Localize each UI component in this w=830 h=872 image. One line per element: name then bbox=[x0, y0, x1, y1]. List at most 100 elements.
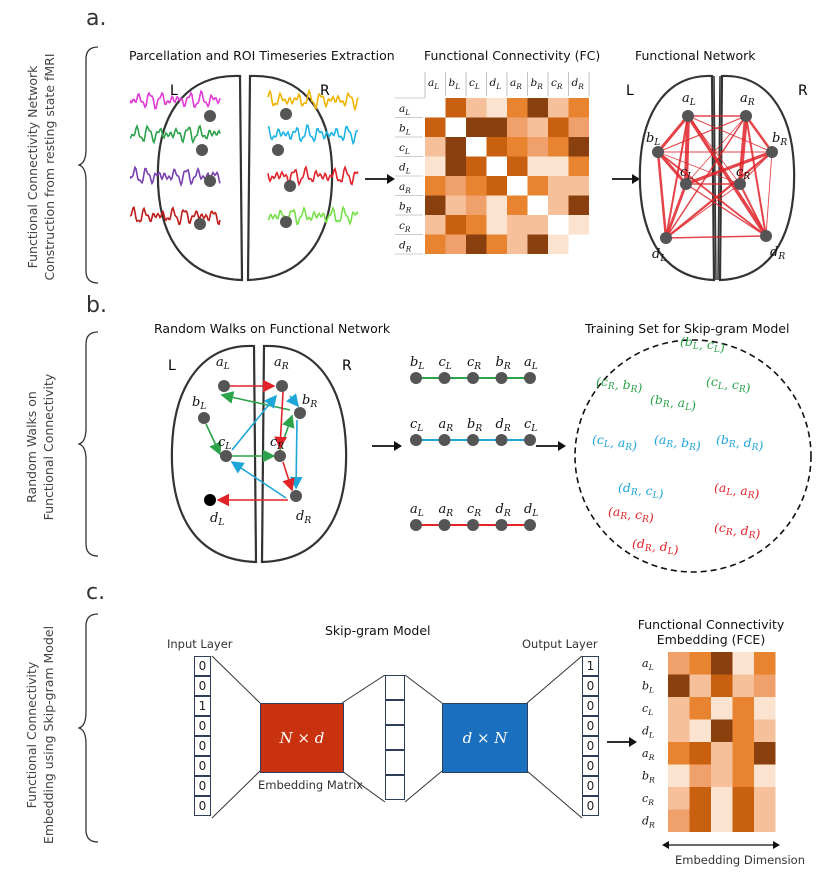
input-layer-label: Input Layer bbox=[167, 637, 233, 651]
fc-cell bbox=[445, 117, 466, 137]
brain-left-hemisphere bbox=[156, 74, 244, 282]
panel-c-brace bbox=[78, 613, 99, 843]
input-cell: 0 bbox=[194, 656, 211, 676]
fce-cell bbox=[732, 719, 754, 742]
panel-c-letter: c. bbox=[86, 580, 106, 605]
input-cell: 0 bbox=[194, 676, 211, 696]
fc-cell bbox=[507, 156, 528, 176]
fc-cell bbox=[445, 137, 466, 157]
fce-cell bbox=[711, 719, 733, 742]
rw-node-label: cL bbox=[218, 435, 231, 452]
fc-row-label: dL bbox=[399, 162, 411, 176]
rw-node-bL bbox=[198, 412, 210, 424]
walk-node bbox=[495, 434, 508, 446]
hidden-layer bbox=[385, 675, 405, 800]
fc-cell bbox=[486, 98, 507, 118]
panel-a-title-mid: Functional Connectivity (FC) bbox=[424, 48, 601, 63]
fc-cell bbox=[445, 98, 466, 118]
fce-row-label: dR bbox=[642, 815, 655, 830]
roi-node bbox=[204, 175, 216, 187]
fc-cell bbox=[486, 234, 507, 254]
rw-node-label: aR bbox=[274, 355, 289, 372]
fc-row-label: bR bbox=[399, 201, 412, 215]
network-edge bbox=[685, 183, 767, 237]
walk-node bbox=[410, 519, 422, 531]
walk-node-label: cR bbox=[467, 502, 481, 519]
fce-cell bbox=[668, 719, 690, 742]
rw-node-cL bbox=[220, 450, 232, 462]
fce-row-label: dL bbox=[642, 725, 654, 740]
walk-node bbox=[410, 372, 422, 384]
output-cell: 0 bbox=[582, 796, 599, 816]
walk-node-label: bR bbox=[467, 417, 482, 434]
hidden-cell bbox=[385, 725, 405, 750]
fce-cell bbox=[668, 742, 690, 765]
walk-node-label: aR bbox=[439, 502, 454, 519]
roi-node bbox=[284, 180, 296, 192]
fc-cell bbox=[486, 215, 507, 235]
arrow-b1 bbox=[372, 441, 402, 451]
fc-row-label: bL bbox=[399, 123, 411, 137]
network-edge bbox=[745, 115, 767, 237]
hidden-cell bbox=[385, 775, 405, 800]
arrow-c1 bbox=[607, 737, 637, 747]
timeseries-wave bbox=[130, 206, 221, 226]
rw-node-label: cR bbox=[270, 435, 284, 452]
network-node bbox=[734, 178, 746, 190]
fc-cell bbox=[445, 234, 466, 254]
fc-row-label: aL bbox=[399, 103, 410, 117]
network-edge bbox=[685, 150, 773, 186]
fc-cell bbox=[507, 137, 528, 157]
walk-node bbox=[495, 372, 508, 384]
embedding-matrix-dn: d × N bbox=[442, 703, 528, 773]
fc-cell bbox=[548, 234, 569, 254]
walk-node-label: cL bbox=[439, 355, 452, 372]
walk-node-label: cL bbox=[524, 417, 537, 434]
walk-node bbox=[524, 434, 536, 446]
fc-col-label: dL bbox=[490, 77, 502, 91]
output-cell: 0 bbox=[582, 676, 599, 696]
output-cell: 0 bbox=[582, 736, 599, 756]
panel-a-side-label: Functional Connectivity Network Construc… bbox=[24, 47, 58, 287]
network-node-label: bL bbox=[646, 131, 660, 148]
walk-node-label: dR bbox=[496, 502, 511, 519]
fce-cell bbox=[689, 674, 711, 697]
panel-b-side-label-line2: Functional Connectivity bbox=[41, 373, 56, 521]
network-edge bbox=[664, 183, 688, 239]
network-node-label: aL bbox=[682, 91, 696, 108]
network-node bbox=[740, 110, 752, 122]
fc-cell bbox=[527, 156, 548, 176]
panel-b-brace bbox=[78, 331, 99, 557]
roi-node bbox=[204, 110, 216, 122]
panel-a-title-left: Parcellation and ROI Timeseries Extracti… bbox=[129, 48, 395, 63]
training-set-ellipse bbox=[574, 339, 812, 573]
fce-cell bbox=[754, 787, 776, 810]
rw-node-aL bbox=[218, 380, 230, 392]
panel-c-side-label-line2: Embedding using Skip-gram Model bbox=[41, 625, 56, 845]
network-node bbox=[652, 146, 664, 158]
fce-cell bbox=[711, 674, 733, 697]
fce-cell bbox=[732, 652, 754, 675]
output-cell: 0 bbox=[582, 756, 599, 776]
embedding-dimension-arrow bbox=[662, 841, 780, 849]
hidden-cell bbox=[385, 750, 405, 775]
network-edge bbox=[665, 151, 773, 239]
timeseries-waves bbox=[130, 88, 359, 226]
fce-cell bbox=[689, 742, 711, 765]
training-pair: (bL, cL) bbox=[680, 334, 725, 355]
network-node bbox=[760, 230, 772, 242]
fc-col-label: cR bbox=[551, 77, 563, 91]
walk-edge-green bbox=[205, 423, 222, 456]
fc-col-label: aR bbox=[510, 77, 522, 91]
fc-col-label: dR bbox=[572, 77, 585, 91]
walk-edge-blue bbox=[231, 394, 278, 451]
network-edge bbox=[684, 115, 690, 185]
panel-c-side-label: Functional Connectivity Embedding using … bbox=[23, 625, 57, 845]
fc-cell bbox=[527, 137, 548, 157]
skipgram-title: Skip-gram Model bbox=[325, 623, 431, 638]
fce-cell bbox=[732, 787, 754, 810]
network-node bbox=[682, 110, 694, 122]
